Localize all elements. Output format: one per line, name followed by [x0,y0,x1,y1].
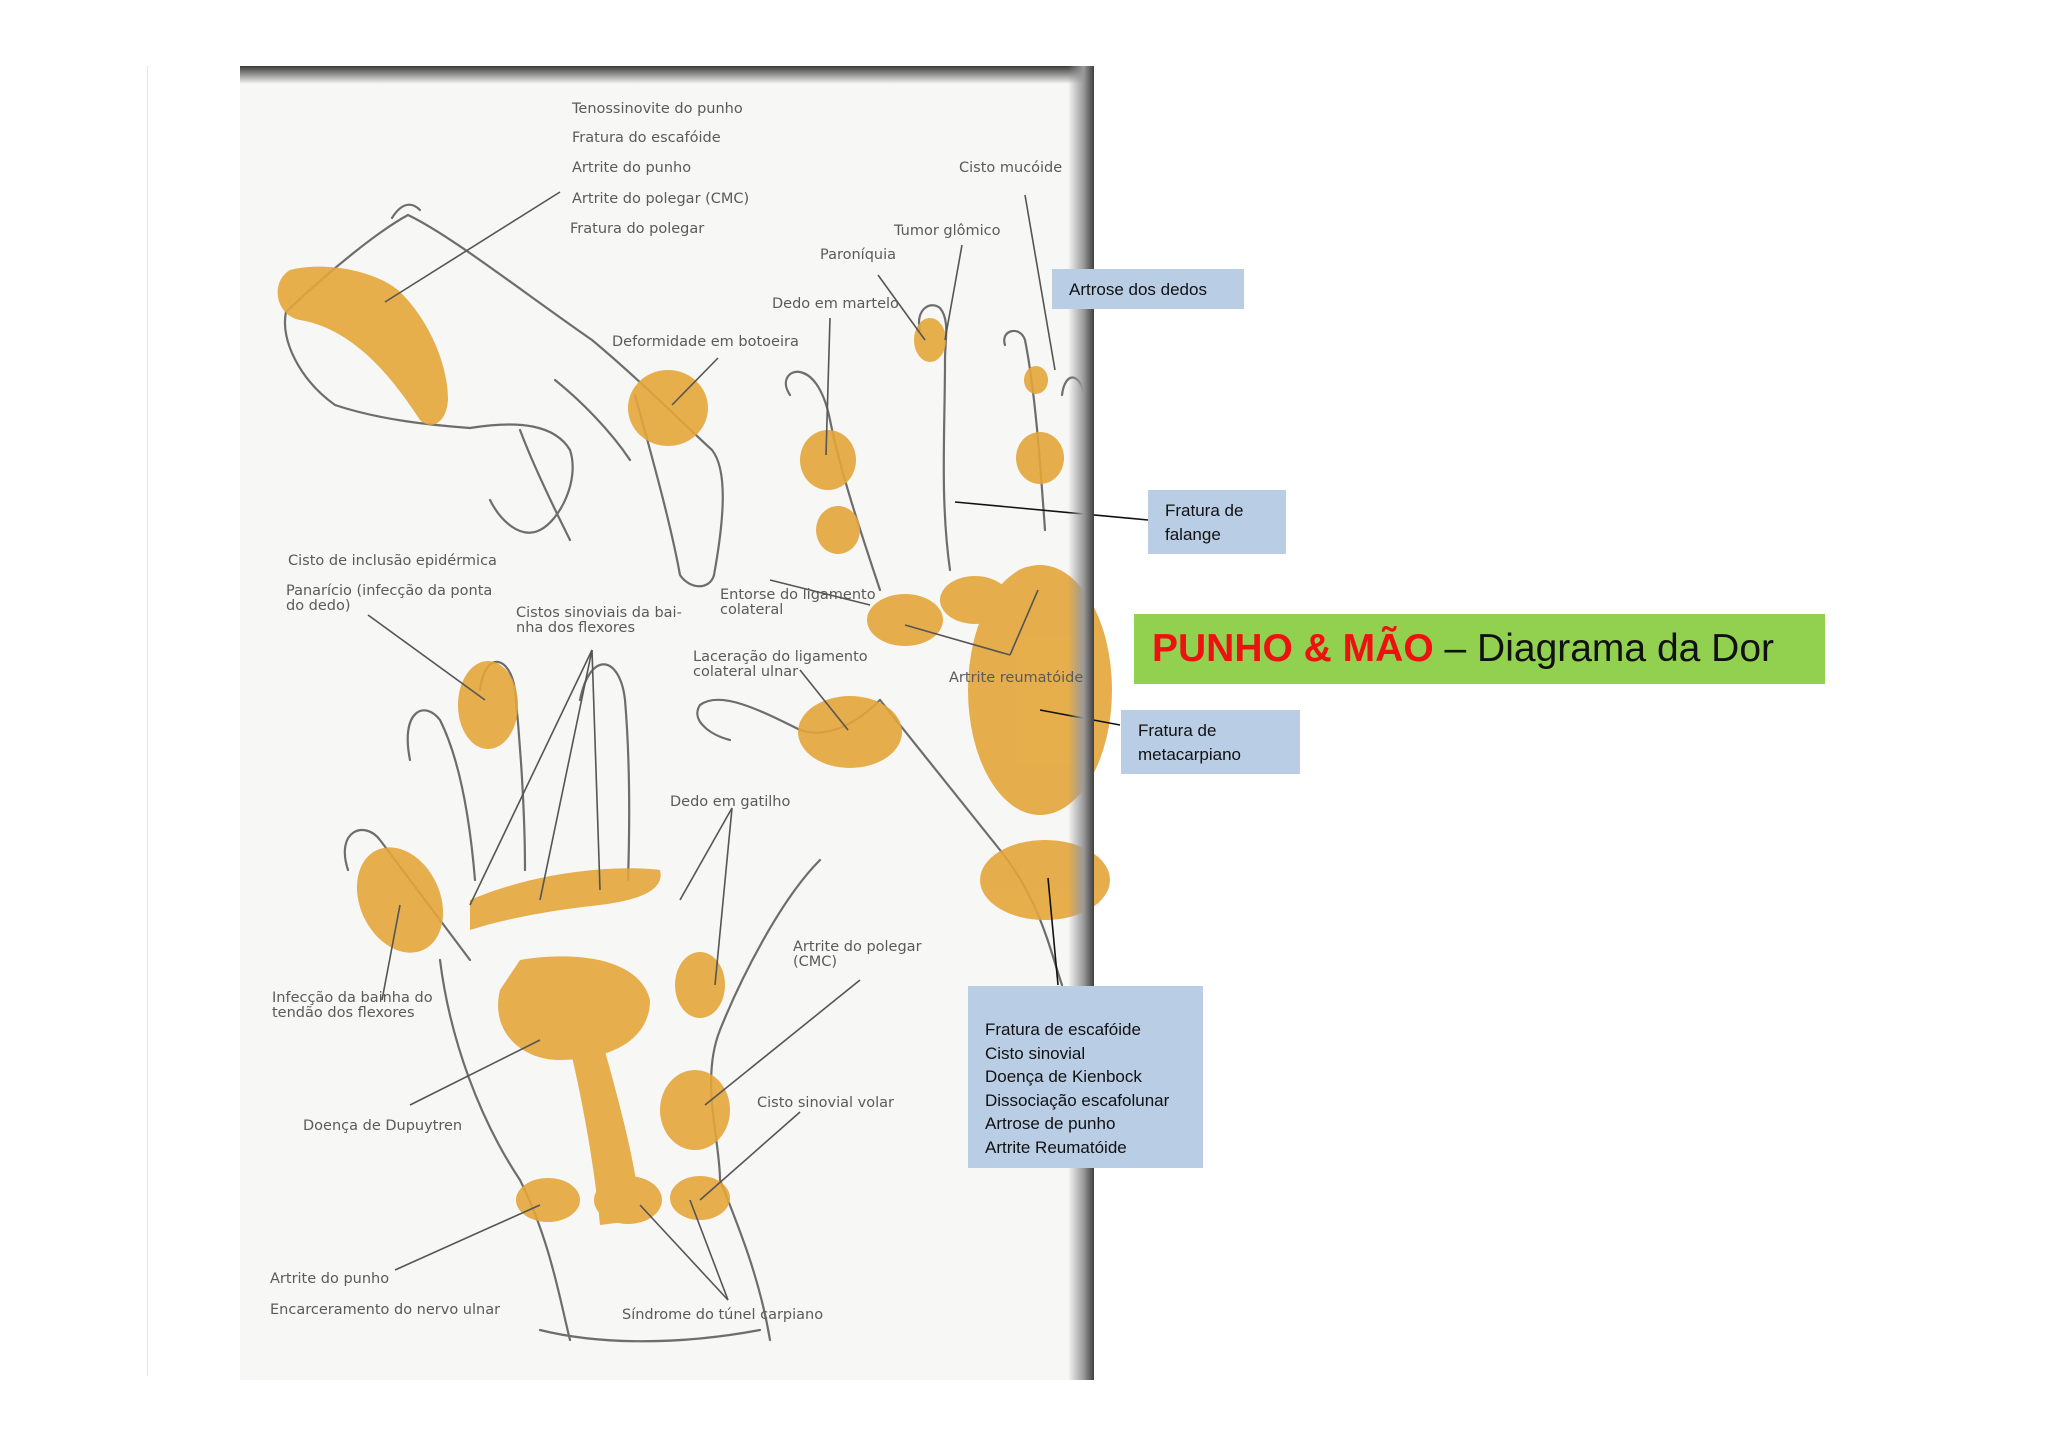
label-artrite-reumatoide: Artrite reumatóide [949,670,1084,686]
label-artrite-polegar-2: (CMC) [793,954,838,970]
callout-line: Artrite Reumatóide [985,1137,1127,1157]
callout-fratura-falange: Fratura de falange [1148,490,1286,554]
label-dupuytren: Doença de Dupuytren [303,1118,463,1134]
callout-line: falange [1165,524,1221,544]
callout-punho-list: Fratura de escafóide Cisto sinovial Doen… [968,986,1203,1168]
callout-line: Fratura de escafóide [985,1020,1141,1039]
label-dedo-martelo: Dedo em martelo [772,296,899,312]
label-tenossinovite: Tenossinovite do punho [572,101,743,117]
callout-line: Doença de Kienbock [985,1067,1142,1086]
hand-outline-thumb-view [283,203,724,588]
callout-line: Fratura de [1138,721,1217,740]
scan-top-shadow [240,66,1093,84]
label-paroniquia: Paroníquia [820,247,897,263]
label-infeccao-bainha-2: tendão dos flexores [272,1005,415,1021]
label-fratura-polegar: Fratura do polegar [570,221,705,237]
label-dedo-gatilho: Dedo em gatilho [670,794,791,810]
callout-fratura-metacarpiano: Fratura de metacarpiano [1121,710,1300,774]
title-separator: – [1433,627,1478,670]
callout-line: metacarpiano [1138,744,1242,764]
callout-line: Fratura de [1165,501,1244,520]
callout-line: Artrose de punho [985,1114,1116,1133]
title-banner: PUNHO & MÃO – Diagrama da Dor [1134,614,1825,684]
label-tumor-glomico: Tumor glômico [894,223,1001,239]
label-deformidade-botoeira: Deformidade em botoeira [612,334,799,350]
label-tunel-carpiano: Síndrome do túnel carpiano [622,1307,824,1323]
label-cistos-sinoviais-1: Cistos sinoviais da bai- [516,605,682,621]
label-artrite-polegar-1: Artrite do polegar [793,939,922,955]
scan-right-shadow [1068,66,1094,1380]
label-artrite-punho-top: Artrite do punho [572,160,692,176]
pain-areas-dorsal-view [798,318,1112,920]
callout-line: Artrose dos dedos [1069,280,1207,299]
label-laceracao-1: Laceração do ligamento [693,649,868,665]
label-laceracao-2: colateral ulnar [693,664,799,680]
label-cisto-mucoide: Cisto mucóide [959,160,1063,176]
label-artrite-punho-bottom: Artrite do punho [270,1271,390,1287]
callout-line: Dissociação escafolunar [985,1090,1170,1110]
label-cisto-inclusao: Cisto de inclusão epidérmica [288,553,497,569]
label-artrite-polegar-cmc-top: Artrite do polegar (CMC) [572,191,750,207]
callout-artrose-dedos: Artrose dos dedos [1052,269,1244,309]
label-cisto-volar: Cisto sinovial volar [757,1095,894,1111]
title-subtitle: Diagrama da Dor [1477,627,1775,670]
label-panaricio-2: do dedo) [286,598,351,614]
label-encarceramento: Encarceramento do nervo ulnar [270,1302,501,1318]
label-fratura-escafoide: Fratura do escafóide [572,130,721,146]
page-margin-line [147,66,148,1376]
label-entorse-2: colateral [720,602,784,618]
label-panaricio-1: Panarício (infecção da ponta [286,583,493,599]
label-infeccao-bainha-1: Infecção da bainha do [272,990,433,1006]
figure-leader-lines [367,191,1056,1301]
pain-areas-palmar-view [356,661,730,1225]
label-entorse-1: Entorse do ligamento [720,587,876,603]
label-cistos-sinoviais-2: nha dos flexores [516,620,636,636]
title-main: PUNHO & MÃO [1152,627,1434,670]
pain-areas-thumb-view [277,266,708,446]
callout-line: Cisto sinovial [985,1043,1086,1063]
